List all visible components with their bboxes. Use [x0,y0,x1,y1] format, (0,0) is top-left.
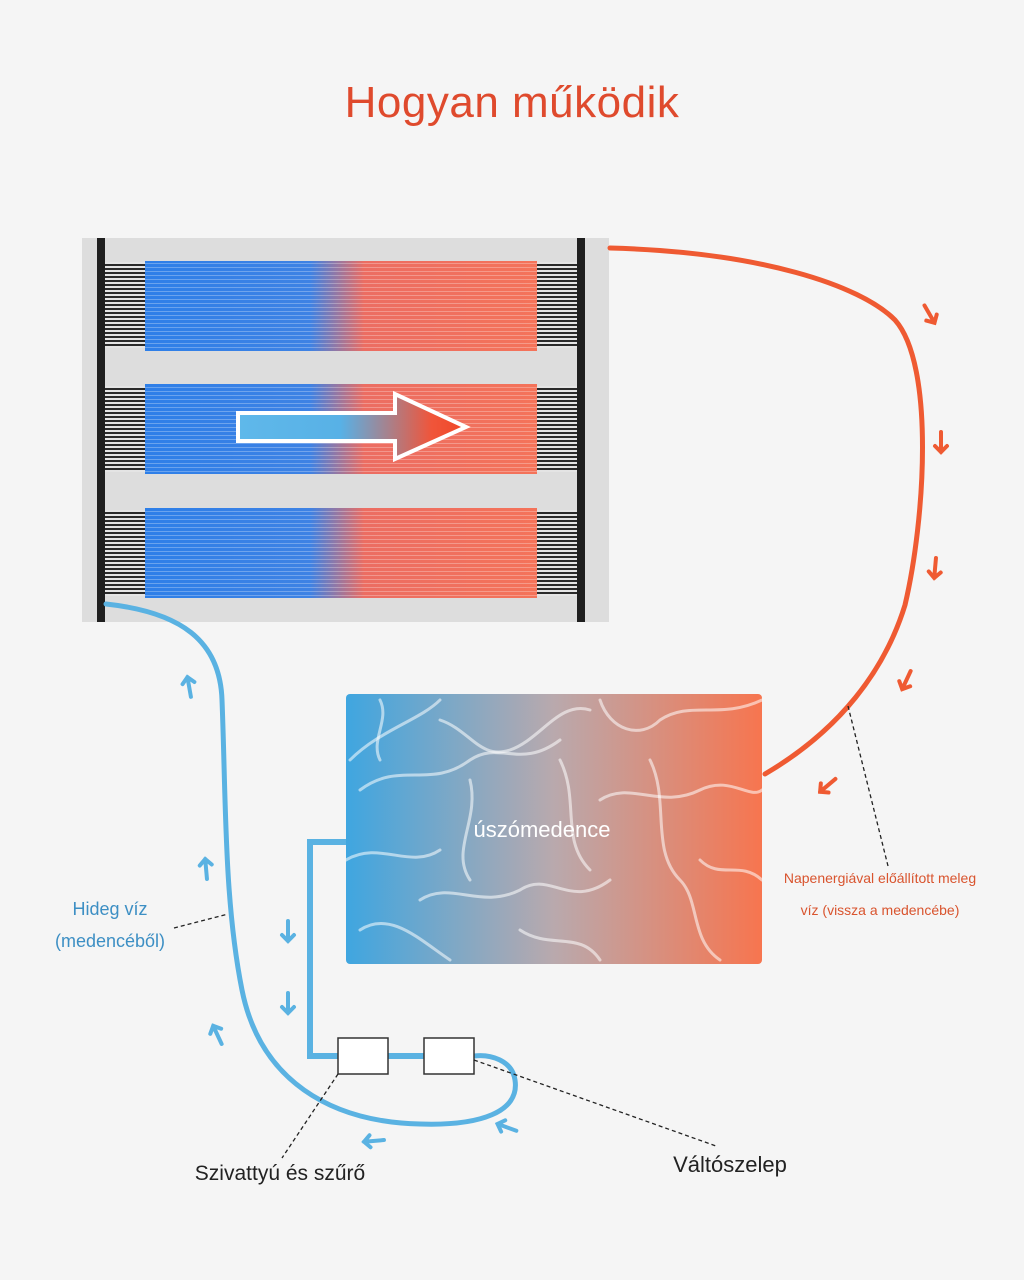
flow-arrow-icon [197,856,214,881]
pump-filter-label: Szivattyú és szűrő [194,1162,366,1185]
cold-water-label-line1: Hideg víz [72,899,148,919]
collector-row-1 [105,261,577,351]
cold-flow-arrows [180,674,519,1150]
page-title: Hogyan működik [344,78,680,127]
cold-water-label: Hideg víz (medencéből) [30,893,190,957]
diverter-valve-label: Váltószelep [673,1152,787,1177]
flow-arrow-icon [280,991,296,1016]
flow-arrow-icon [897,669,913,692]
flow-arrow-icon [494,1118,519,1134]
cold-water-pipe [103,601,518,1127]
collector-row-3 [105,508,577,598]
flow-arrow-icon [361,1133,386,1150]
flow-arrow-icon [280,919,296,944]
pool-label: úszómedence [474,817,611,842]
pool-outlet-pipe [307,839,346,1059]
solar-collector [82,238,609,622]
pump-filter-box [337,1037,389,1075]
flow-direction-arrow-icon [236,390,471,463]
flow-arrow-icon [926,556,943,581]
collector-header-right [577,238,585,622]
flow-arrow-icon [180,674,197,699]
collector-header-left [97,238,105,622]
leader-lines [173,705,889,1159]
pool: úszómedence [346,694,762,964]
diverter-valve-box [423,1037,475,1075]
flow-arrow-icon [208,1023,224,1046]
hot-flow-arrows [817,303,949,795]
warm-water-label-line1: Napenergiával előállított meleg [783,870,977,886]
hot-water-pipe [607,245,925,777]
warm-water-label-line2: víz (vissza a medencébe) [800,902,960,918]
flow-arrow-icon [922,303,939,326]
cold-water-label-line2: (medencéből) [54,931,166,951]
flow-arrow-icon [817,776,838,795]
flow-arrow-icon [933,430,949,455]
warm-water-label: Napenergiával előállított meleg víz (vis… [768,862,992,926]
